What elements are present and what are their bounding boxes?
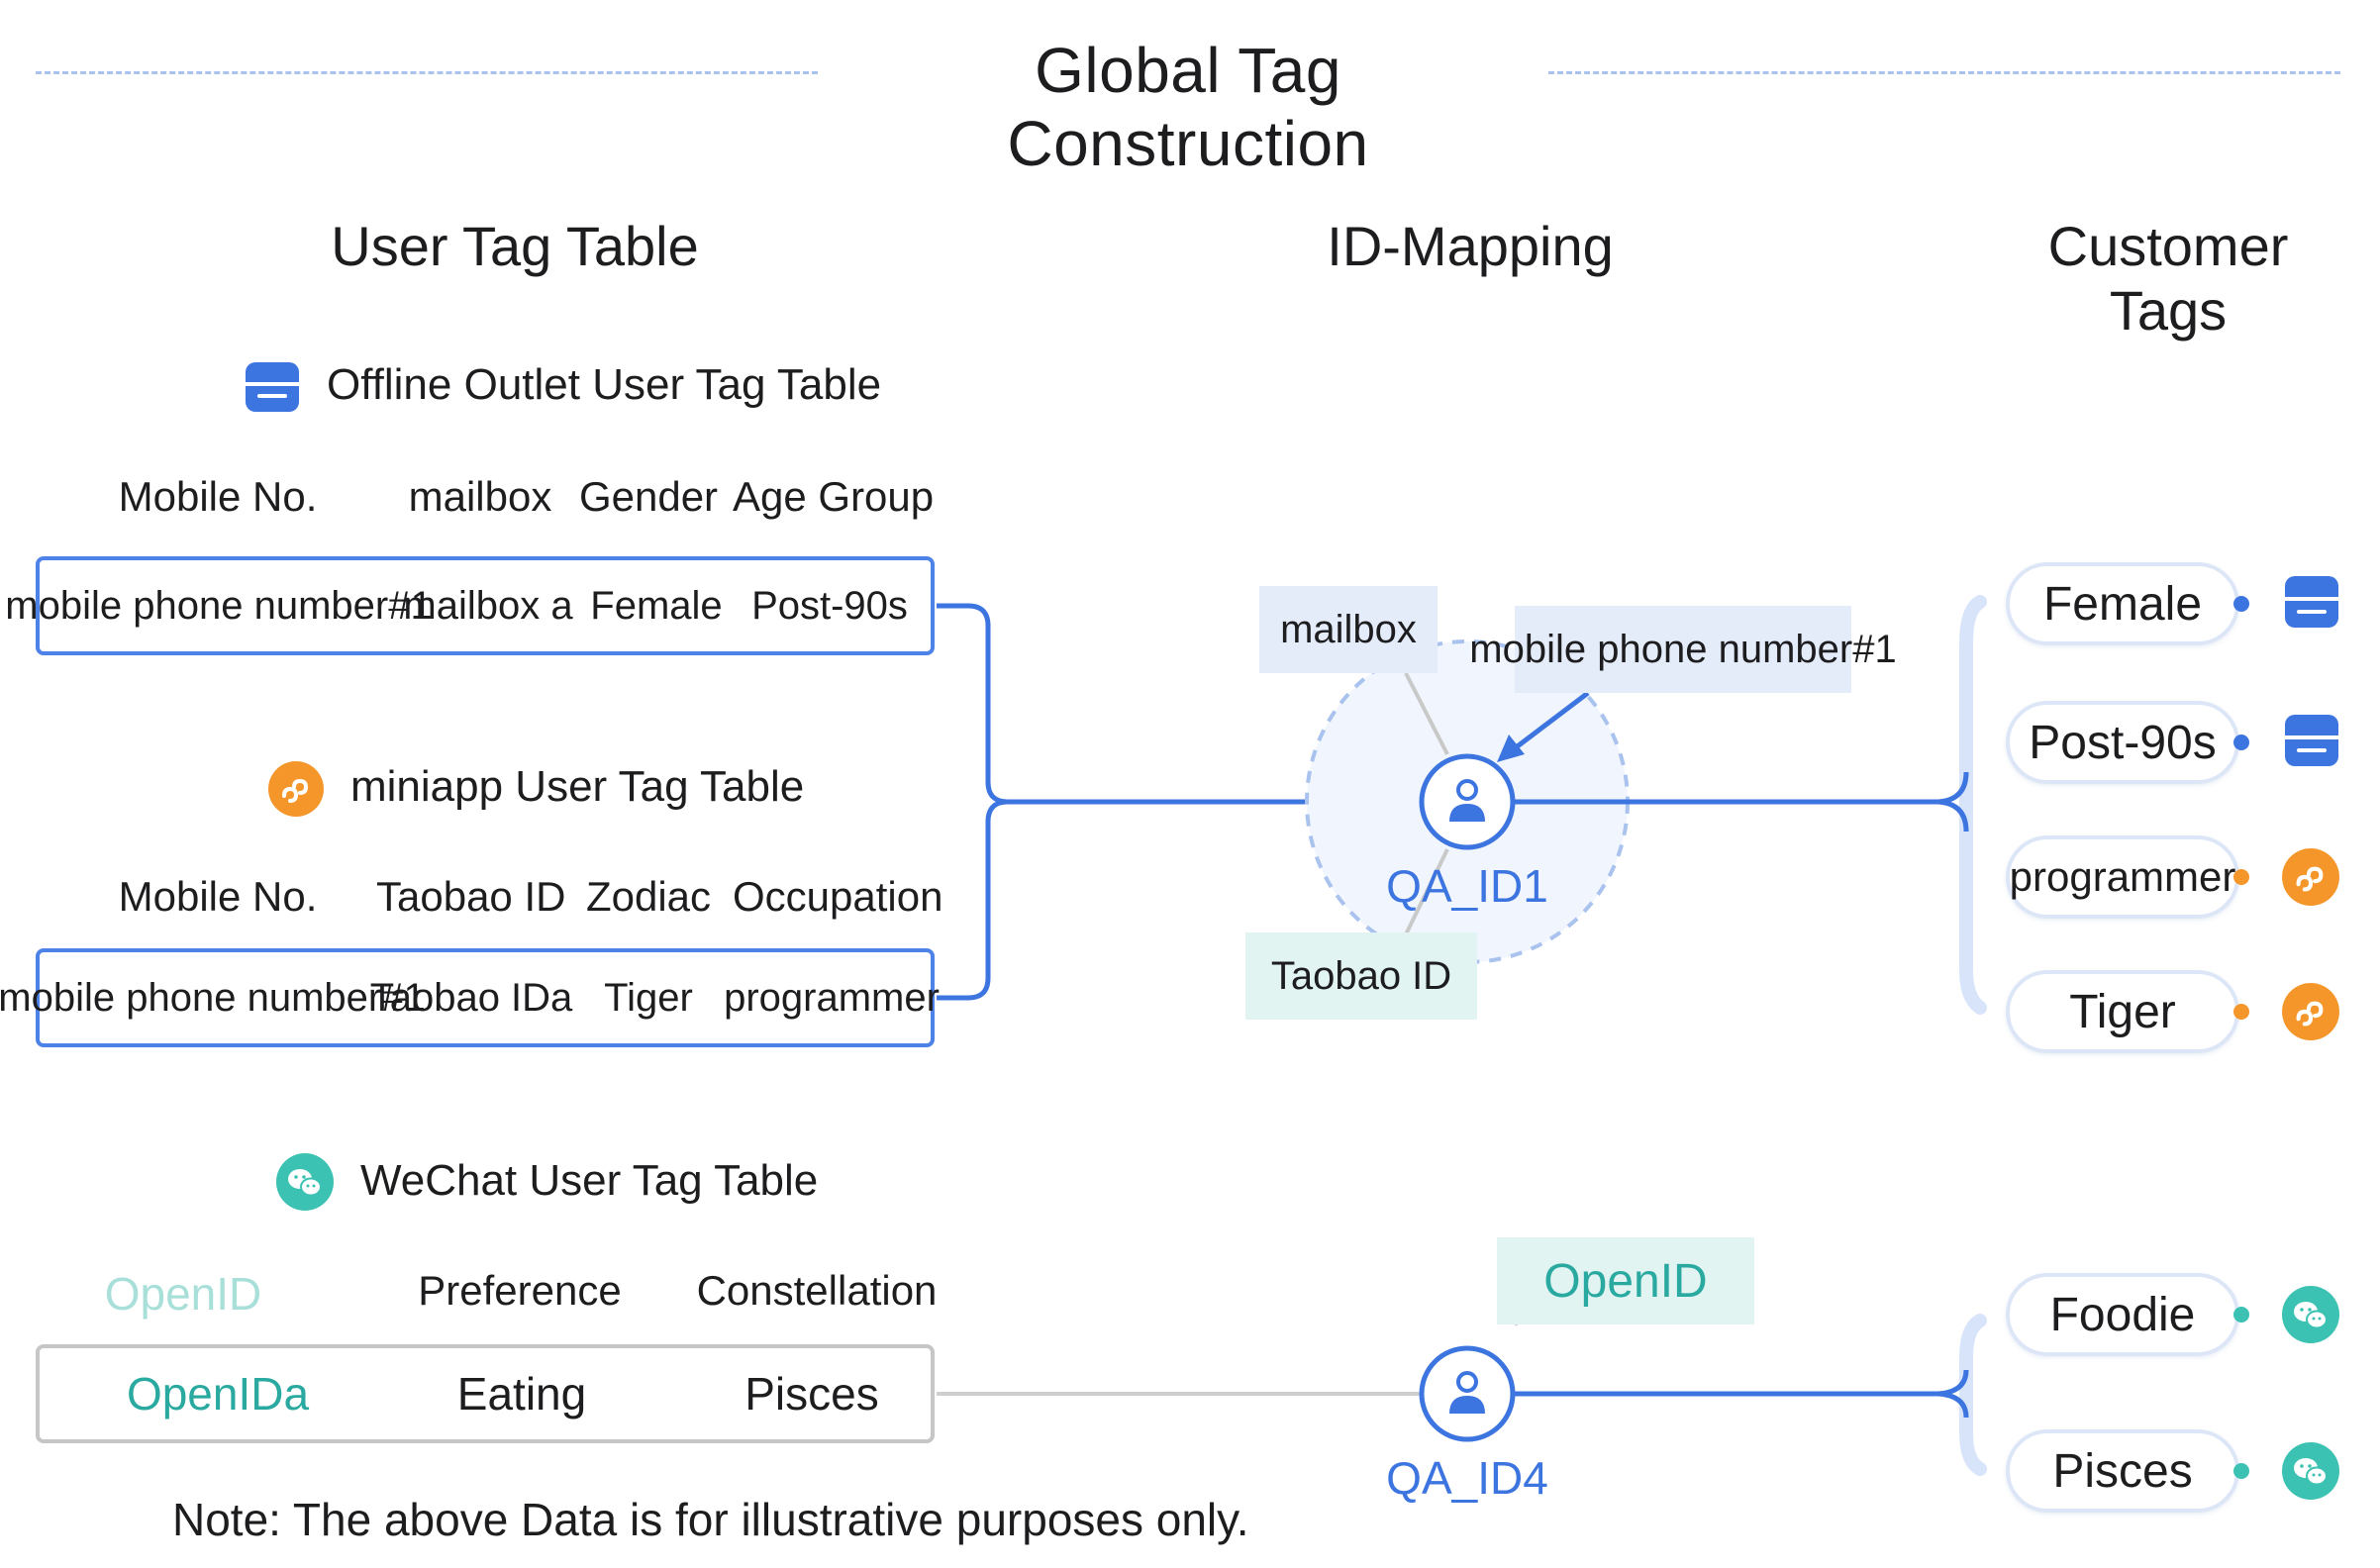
wechat-cell-openid: OpenIDa — [126, 1368, 310, 1420]
tag-dot-pisces — [2233, 1463, 2249, 1479]
store-icon — [246, 362, 299, 412]
wechat-cell-preference: Eating — [456, 1368, 587, 1420]
miniapp-icon — [2282, 848, 2339, 906]
miniapp-cell-occupation: programmer — [724, 975, 940, 1020]
wechat-cell-constellation: Pisces — [744, 1368, 879, 1420]
offline-cell-gender: Female — [590, 583, 723, 628]
customer-tag-post90s: Post-90s — [2006, 701, 2239, 784]
offline-connector — [937, 603, 1009, 805]
offline-header-gender: Gender — [578, 473, 719, 520]
offline-header-age: Age Group — [733, 473, 935, 520]
miniapp-table-title: miniapp User Tag Table — [350, 762, 805, 811]
qa-id1-label: QA_ID1 — [1386, 860, 1548, 912]
miniapp-header-zodiac: Zodiac — [585, 873, 712, 920]
offline-header-mobile: Mobile No. — [118, 473, 318, 520]
offline-cell-age: Post-90s — [751, 583, 908, 628]
customer-tag-pisces: Pisces — [2006, 1429, 2239, 1513]
qa-id1-node — [1419, 753, 1516, 850]
column-heading-left: User Tag Table — [331, 215, 699, 277]
mobile-arrow-head — [1497, 735, 1525, 762]
title-divider-left — [36, 71, 818, 74]
miniapp-header-taobao: Taobao ID — [376, 873, 566, 920]
mapping-key-mailbox: mailbox — [1259, 586, 1438, 673]
customer-tag-programmer: programmer — [2006, 835, 2239, 919]
miniapp-cell-zodiac: Tiger — [604, 975, 693, 1020]
title-divider-right — [1548, 71, 2340, 74]
id4-tags-bracket — [1959, 1314, 1987, 1476]
wechat-header-openid: OpenID — [104, 1268, 262, 1320]
miniapp-table-row: mobile phone number#1 Taobao IDa Tiger p… — [0, 948, 940, 1047]
tag-dot-tiger — [2233, 1004, 2249, 1020]
wechat-header-constellation: Constellation — [696, 1267, 938, 1314]
column-heading-right: Customer Tags — [2047, 215, 2289, 342]
tag-dot-post90s — [2233, 735, 2249, 750]
wechat-icon — [276, 1153, 334, 1211]
offline-table-title: Offline Outlet User Tag Table — [327, 360, 882, 409]
offline-table-row: mobile phone number#1 mailbox a Female P… — [5, 556, 935, 655]
page-title: Global Tag Construction — [1007, 35, 1369, 179]
mobile-arrow-line — [1513, 691, 1590, 750]
mapping-key-taobao: Taobao ID — [1245, 932, 1477, 1020]
offline-header-mailbox: mailbox — [408, 473, 552, 520]
store-icon — [2285, 715, 2338, 766]
customer-tag-tiger: Tiger — [2006, 970, 2239, 1053]
qa-id4-label: QA_ID4 — [1386, 1452, 1548, 1504]
tag-dot-female — [2233, 596, 2249, 612]
tag-dot-foodie — [2233, 1307, 2249, 1323]
miniapp-connector — [937, 799, 1009, 1001]
customer-tag-female: Female — [2006, 562, 2239, 645]
id1-bracket-junction — [1937, 771, 1969, 833]
column-heading-middle: ID-Mapping — [1327, 215, 1614, 277]
miniapp-header-occupation: Occupation — [733, 873, 943, 920]
qa-id4-node — [1419, 1345, 1516, 1442]
miniapp-icon — [2282, 983, 2339, 1040]
tag-dot-programmer — [2233, 869, 2249, 885]
wechat-table-row: OpenIDa Eating Pisces — [36, 1344, 935, 1443]
mapping-key-mobile: mobile phone number#1 — [1469, 606, 1897, 693]
miniapp-header-mobile: Mobile No. — [118, 873, 318, 920]
wechat-icon — [2282, 1286, 2339, 1343]
footnote: Note: The above Data is for illustrative… — [172, 1494, 1249, 1545]
taobao-spoke — [1404, 848, 1449, 935]
store-icon — [2285, 576, 2338, 628]
miniapp-cell-taobao: Taobao IDa — [369, 975, 573, 1020]
wechat-icon — [2282, 1442, 2339, 1500]
customer-tag-foodie: Foodie — [2006, 1273, 2239, 1356]
miniapp-icon — [268, 761, 324, 817]
offline-cell-mobile: mobile phone number#1 — [5, 583, 433, 628]
id4-bracket-junction — [1937, 1369, 1969, 1419]
mapping-key-openid: OpenID — [1497, 1237, 1754, 1324]
offline-cell-mailbox: mailbox a — [403, 583, 573, 628]
wechat-header-preference: Preference — [418, 1267, 622, 1314]
mailbox-spoke — [1404, 672, 1449, 755]
miniapp-cell-mobile: mobile phone number#1 — [0, 975, 426, 1020]
wechat-table-title: WeChat User Tag Table — [360, 1156, 819, 1205]
id1-tags-bracket — [1959, 595, 1987, 1015]
